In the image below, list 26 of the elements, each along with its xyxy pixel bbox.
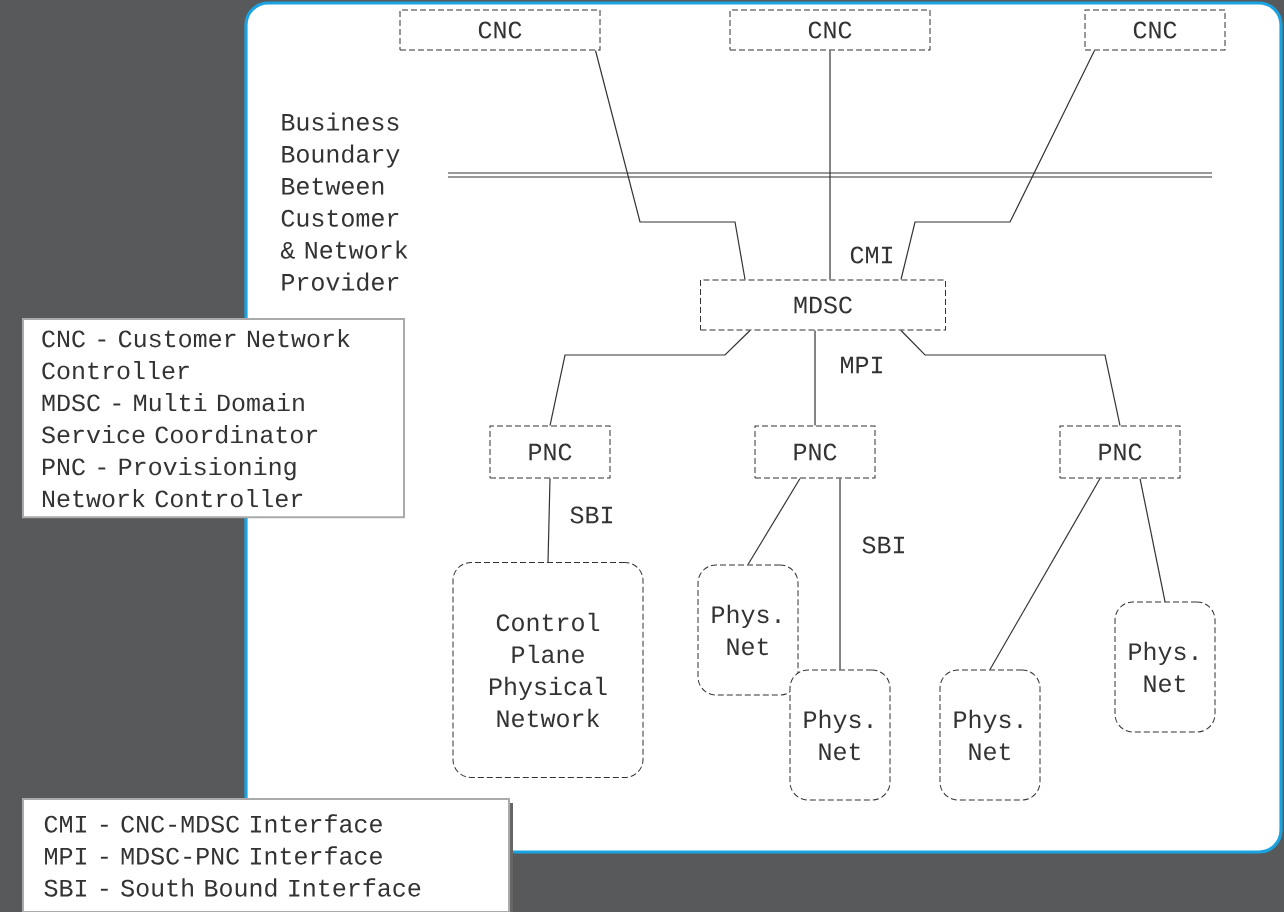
connector-line [900, 49, 1096, 281]
network-cloud: Phys. Net [789, 669, 891, 801]
process-box: PNC [754, 425, 876, 479]
connector-line [839, 477, 841, 671]
process-box: CNC [399, 9, 601, 51]
network-cloud: Phys. Net [697, 564, 799, 696]
legend-box: CNC - Customer Network Controller MDSC - Multi Domain Service Coordinator PNC - Provisioning Network Controller [22, 318, 405, 519]
process-box: PNC [489, 425, 611, 479]
process-box: CNC [1084, 9, 1226, 51]
connector-line [747, 477, 801, 566]
connector-line [594, 49, 746, 281]
legend-box: CMI - CNC-MDSC Interface MPI - MDSC-PNC Interface SBI - South Bound Interface [22, 798, 513, 912]
network-cloud: Control Plane Physical Network [452, 562, 644, 778]
connector-line [549, 329, 751, 427]
connector-line [900, 329, 1121, 427]
boundary-label: Business Boundary Between Customer & Network Provider [280, 112, 408, 291]
process-box: PNC [1059, 425, 1181, 479]
connector-line [814, 329, 816, 427]
network-cloud: Phys. Net [1114, 601, 1216, 733]
connector-line [547, 477, 551, 563]
network-cloud: Phys. Net [939, 669, 1041, 801]
connector-line [989, 477, 1101, 671]
connector-line [1139, 477, 1166, 603]
process-box: MDSC [700, 279, 946, 331]
process-box: CNC [729, 9, 931, 51]
connector-line [829, 49, 831, 281]
